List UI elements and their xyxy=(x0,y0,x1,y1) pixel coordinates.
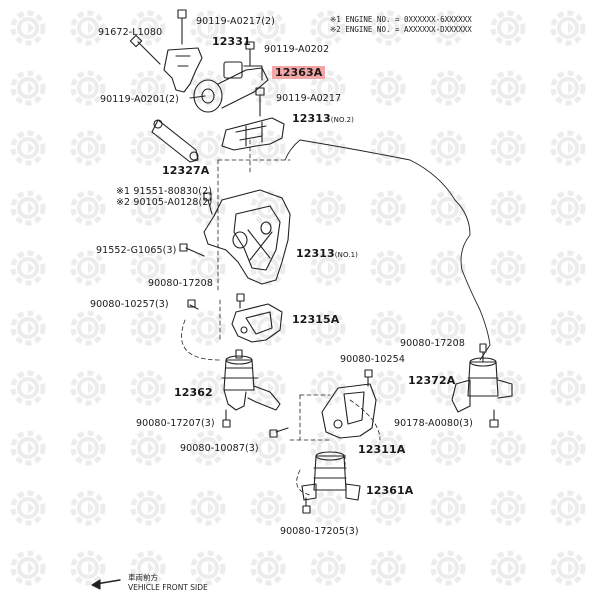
bracket-12313-no1 xyxy=(203,189,291,285)
vehicle-front-arrow xyxy=(91,579,121,590)
label-90080-10087: 90080-10087(3) xyxy=(180,443,259,454)
engine-note-2: ※2 ENGINE NO. = AXXXXXX-DXXXXXX xyxy=(330,25,472,34)
bolt-90178 xyxy=(489,409,499,428)
label-12313-no1-suffix: (NO.1) xyxy=(334,251,358,259)
label-12313-no1: 12313(NO.1) xyxy=(296,247,358,260)
bolt-90119-a0201 xyxy=(189,95,206,99)
label-91552-g1065: 91552-G1065(3) xyxy=(96,245,177,256)
bolt-91551 xyxy=(203,192,213,215)
bolt-90080-17205 xyxy=(302,497,311,514)
label-90119-a0217-2: 90119-A0217(2) xyxy=(196,16,275,27)
label-12331: 12331 xyxy=(212,35,251,48)
label-12313-no2: 12313(NO.2) xyxy=(292,112,354,125)
label-90119-a0217: 90119-A0217 xyxy=(276,93,342,104)
label-90080-10257: 90080-10257(3) xyxy=(90,299,169,310)
bolt-90080-10254 xyxy=(364,369,373,387)
label-90080-17208-a: 90080-17208 xyxy=(148,278,213,289)
label-12311a: 12311A xyxy=(358,443,406,456)
label-91672-l1080: 91672-L1080 xyxy=(98,27,163,38)
label-12315a: 12315A xyxy=(292,313,340,326)
label-12327a: 12327A xyxy=(162,164,210,177)
label-90080-17207: 90080-17207(3) xyxy=(136,418,215,429)
bolt-90080-17208-a xyxy=(236,293,245,309)
label-90080-10254: 90080-10254 xyxy=(340,354,405,365)
rod-12327a xyxy=(151,119,199,163)
bolt-90080-10087 xyxy=(269,427,289,438)
label-90178-a0080: 90178-A0080(3) xyxy=(394,418,473,429)
mount-12361a xyxy=(301,451,361,501)
label-12313-no2-code: 12313 xyxy=(292,112,331,125)
bracket-12331 xyxy=(163,47,203,93)
label-91551-80830: ※1 91551-80830(2) xyxy=(116,186,213,197)
engine-outline xyxy=(299,139,491,361)
engine-note-1: ※1 ENGINE NO. = 0XXXXXX-6XXXXXX xyxy=(330,15,472,24)
bracket-12315a xyxy=(231,303,283,343)
label-12313-no1-code: 12313 xyxy=(296,247,335,260)
bracket-12311a xyxy=(321,383,377,439)
bolt-91552 xyxy=(179,243,205,257)
bolt-90119-a0202 xyxy=(245,41,255,67)
leader-lines xyxy=(181,139,381,496)
label-12361a: 12361A xyxy=(366,484,414,497)
label-12363a: 12363A xyxy=(272,66,326,79)
mount-12362 xyxy=(221,349,281,411)
label-90119-a0201-2: 90119-A0201(2) xyxy=(100,94,179,105)
bolt-91672 xyxy=(129,34,161,65)
label-90119-a0202: 90119-A0202 xyxy=(264,44,330,55)
bracket-12313-no2 xyxy=(221,117,285,151)
footer-front-jp: 車両前方 xyxy=(128,573,158,582)
bolt-90119-a0217-2 xyxy=(177,9,187,45)
bolt-90080-10257 xyxy=(187,299,199,310)
label-12313-no2-suffix: (NO.2) xyxy=(330,116,354,124)
mount-12363a xyxy=(193,61,269,113)
label-12362: 12362 xyxy=(174,386,213,399)
label-90080-17205: 90080-17205(3) xyxy=(280,526,359,537)
mount-12372a xyxy=(451,343,513,413)
bolt-90080-17207 xyxy=(222,409,231,428)
label-12372a: 12372A xyxy=(408,374,456,387)
footer-front-en: VEHICLE FRONT SIDE xyxy=(128,583,208,592)
label-90080-17208-b: 90080-17208 xyxy=(400,338,465,349)
label-90105-a0128: ※2 90105-A0128(2) xyxy=(116,197,213,208)
bolt-90119-a0217 xyxy=(255,87,265,117)
